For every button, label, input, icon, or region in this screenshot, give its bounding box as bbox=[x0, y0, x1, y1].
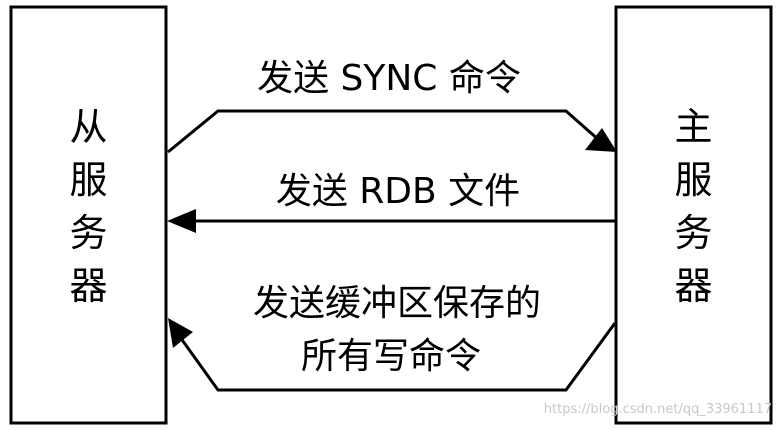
buffer-commands-label-line-2: 所有写命令 bbox=[301, 336, 481, 377]
master-server-label-char-2: 服 bbox=[674, 158, 712, 202]
sync-command-arrow: 发送 SYNC 命令 bbox=[167, 58, 617, 154]
slave-server-label-char-4: 器 bbox=[69, 264, 107, 308]
master-server: 主 服 务 器 bbox=[614, 5, 773, 425]
slave-server-label-char-1: 从 bbox=[69, 105, 107, 149]
watermark-text: https://blog.csdn.net/qq_33961117 bbox=[544, 402, 772, 417]
master-server-label-char-1: 主 bbox=[674, 105, 712, 149]
sync-command-arrowhead bbox=[585, 128, 617, 152]
rdb-file-arrow: 发送 RDB 文件 bbox=[167, 171, 615, 233]
rdb-file-arrowhead bbox=[167, 209, 196, 233]
master-server-box bbox=[614, 5, 773, 425]
slave-server-label-char-2: 服 bbox=[69, 158, 107, 202]
buffer-commands-arrowhead bbox=[168, 318, 193, 348]
buffer-commands-arrow: 发送缓冲区保存的 所有写命令 bbox=[168, 283, 617, 392]
slave-server-label-char-3: 务 bbox=[69, 211, 107, 255]
sync-command-label: 发送 SYNC 命令 bbox=[257, 58, 521, 99]
buffer-commands-line bbox=[178, 322, 617, 392]
rdb-file-label: 发送 RDB 文件 bbox=[276, 171, 520, 212]
sync-command-line bbox=[167, 109, 601, 154]
slave-server-box bbox=[9, 5, 168, 425]
master-server-label-char-3: 务 bbox=[674, 211, 712, 255]
master-server-label-char-4: 器 bbox=[674, 264, 712, 308]
slave-server: 从 服 务 器 bbox=[9, 5, 168, 425]
buffer-commands-label-line-1: 发送缓冲区保存的 bbox=[253, 283, 541, 324]
